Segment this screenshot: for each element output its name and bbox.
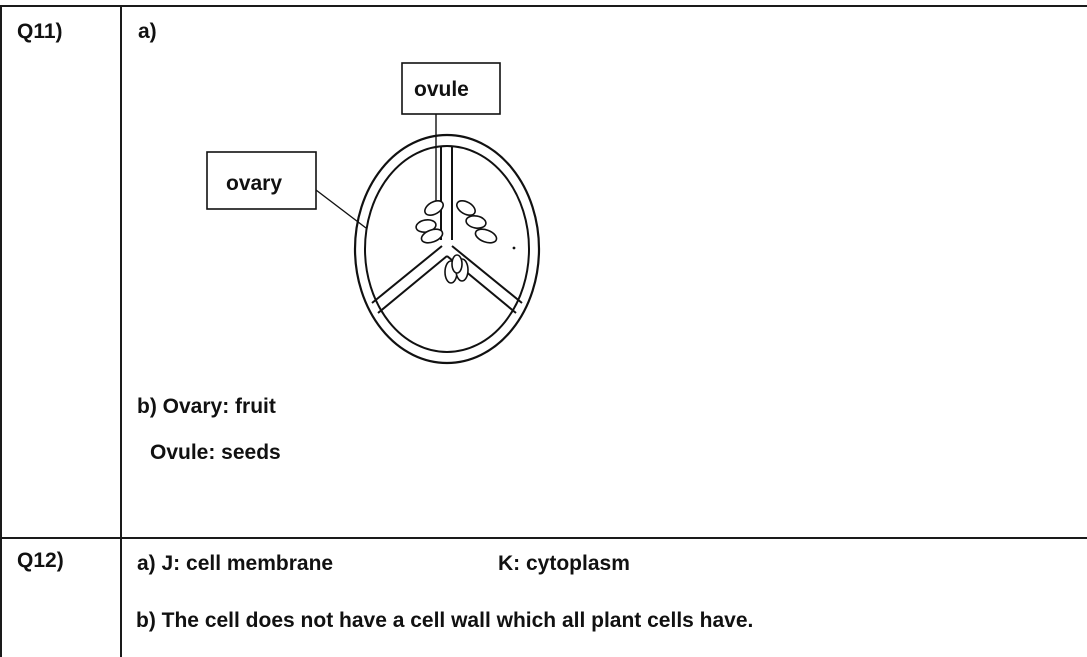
ovary-inner-wall [365, 146, 529, 352]
q12-part-a-k: K: cytoplasm [498, 552, 630, 576]
ovules [415, 198, 498, 283]
stray-mark [513, 247, 516, 250]
q12-part-b: b) The cell does not have a cell wall wh… [136, 609, 753, 633]
ovary-label: ovary [226, 172, 282, 195]
q11-part-b-line1: b) Ovary: fruit [137, 395, 276, 419]
ovary-outer-wall [355, 135, 539, 363]
q11-part-b-line2: Ovule: seeds [150, 441, 281, 465]
chamber-septa [372, 147, 522, 313]
ovule-label: ovule [414, 78, 469, 101]
q12-part-a-j: a) J: cell membrane [137, 552, 333, 576]
question-number-q12: Q12) [17, 549, 64, 573]
